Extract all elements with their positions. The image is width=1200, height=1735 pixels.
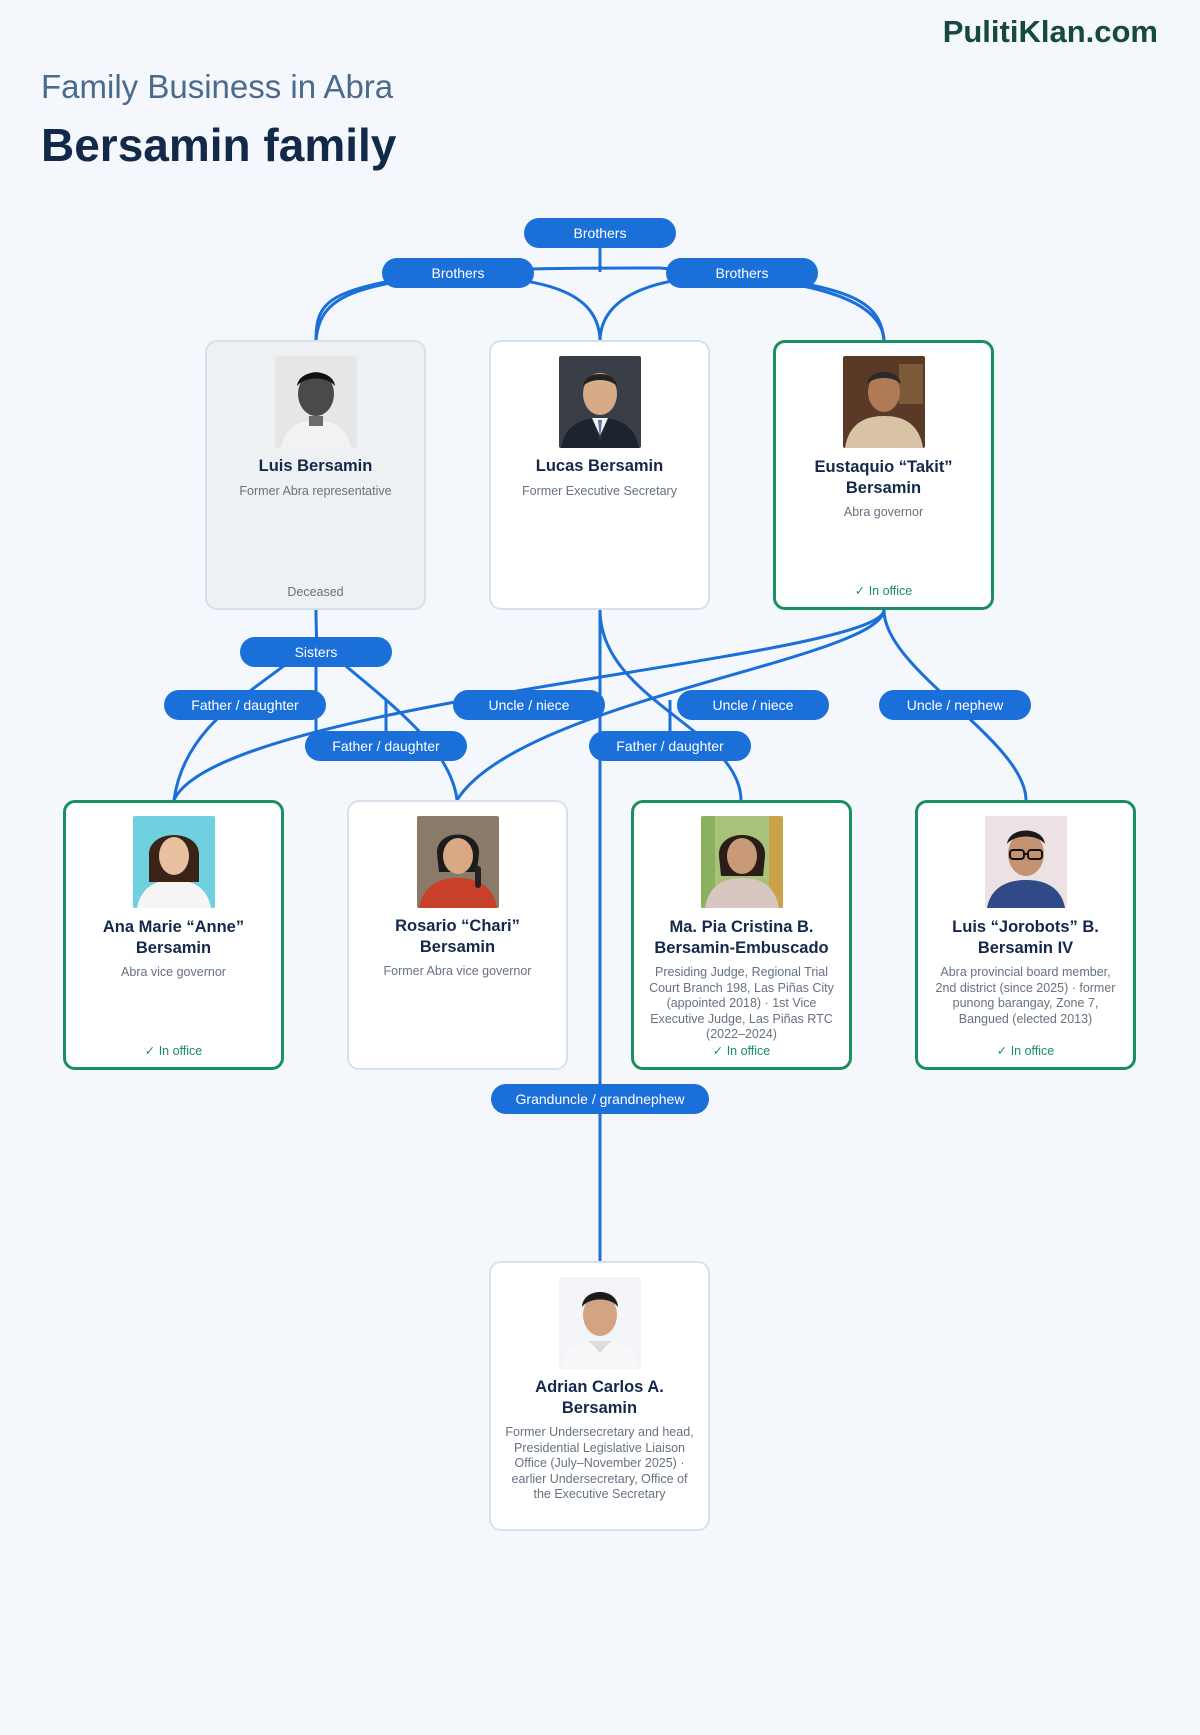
page-subtitle: Family Business in Abra — [41, 68, 394, 105]
person-name: Rosario “Chari” Bersamin — [395, 917, 520, 956]
person-role: Former Abra vice governor — [383, 964, 532, 978]
relation-uncle-niece-anne: Uncle / niece — [453, 690, 605, 720]
person-name: Adrian Carlos A. Bersamin — [535, 1378, 664, 1417]
relation-brothers-top: Brothers — [524, 218, 676, 248]
person-role: Former Undersecretary and head, Presiden… — [505, 1425, 694, 1501]
portrait-photo — [275, 356, 357, 448]
person-name: Ana Marie “Anne” Bersamin — [102, 918, 245, 957]
portrait-photo — [559, 356, 641, 448]
relation-brothers-right: Brothers — [666, 258, 818, 288]
relation-father-daughter-chari: Father / daughter — [305, 731, 467, 761]
person-card-luis-bersamin[interactable]: Luis Bersamin Former Abra representative… — [205, 340, 426, 610]
person-role: Abra provincial board member, 2nd distri… — [935, 965, 1116, 1026]
person-name: Ma. Pia Cristina B. Bersamin-Embuscado — [654, 918, 829, 957]
status-badge: ✓ In office — [712, 1044, 771, 1058]
person-card-pia-bersamin-embuscado[interactable]: Ma. Pia Cristina B. Bersamin-Embuscado P… — [631, 800, 852, 1070]
portrait-photo — [133, 816, 215, 908]
person-card-eustaquio-bersamin[interactable]: Eustaquio “Takit” Bersamin Abra governor… — [773, 340, 994, 610]
status-badge: ✓ In office — [144, 1044, 203, 1058]
relation-uncle-niece-chari: Uncle / niece — [677, 690, 829, 720]
relation-sisters: Sisters — [240, 637, 392, 667]
status-badge: ✓ In office — [996, 1044, 1055, 1058]
person-role: Abra governor — [843, 505, 924, 519]
person-role: Presiding Judge, Regional Trial Court Br… — [649, 965, 834, 1041]
status-badge: ✓ In office — [854, 584, 913, 598]
person-name: Eustaquio “Takit” Bersamin — [814, 458, 953, 497]
relation-father-daughter-anne: Father / daughter — [164, 690, 326, 720]
person-role: Abra vice governor — [121, 965, 226, 979]
page-title: Bersamin family — [41, 119, 397, 171]
portrait-photo — [701, 816, 783, 908]
person-card-adrian-bersamin[interactable]: Adrian Carlos A. Bersamin Former Underse… — [489, 1261, 710, 1531]
person-card-lucas-bersamin[interactable]: Lucas Bersamin Former Executive Secretar… — [489, 340, 710, 610]
person-card-rosario-bersamin[interactable]: Rosario “Chari” Bersamin Former Abra vic… — [347, 800, 568, 1070]
person-card-anne-bersamin[interactable]: Ana Marie “Anne” Bersamin Abra vice gove… — [63, 800, 284, 1070]
status-badge: Deceased — [287, 585, 344, 599]
person-name: Luis Bersamin — [258, 457, 373, 475]
person-name: Lucas Bersamin — [535, 457, 664, 475]
brand-link[interactable]: PulitiKlan.com — [942, 14, 1158, 49]
relation-granduncle-grandnephew: Granduncle / grandnephew — [491, 1084, 709, 1114]
person-role: Former Executive Secretary — [522, 484, 677, 498]
relation-brothers-left: Brothers — [382, 258, 534, 288]
portrait-photo — [985, 816, 1067, 908]
person-name: Luis “Jorobots” B. Bersamin IV — [952, 918, 1099, 957]
relation-uncle-nephew: Uncle / nephew — [879, 690, 1031, 720]
portrait-photo — [559, 1277, 641, 1369]
portrait-photo — [843, 356, 925, 448]
portrait-photo — [417, 816, 499, 908]
person-card-luis-bersamin-iv[interactable]: Luis “Jorobots” B. Bersamin IV Abra prov… — [915, 800, 1136, 1070]
relation-father-daughter-pia: Father / daughter — [589, 731, 751, 761]
person-role: Former Abra representative — [239, 484, 392, 498]
